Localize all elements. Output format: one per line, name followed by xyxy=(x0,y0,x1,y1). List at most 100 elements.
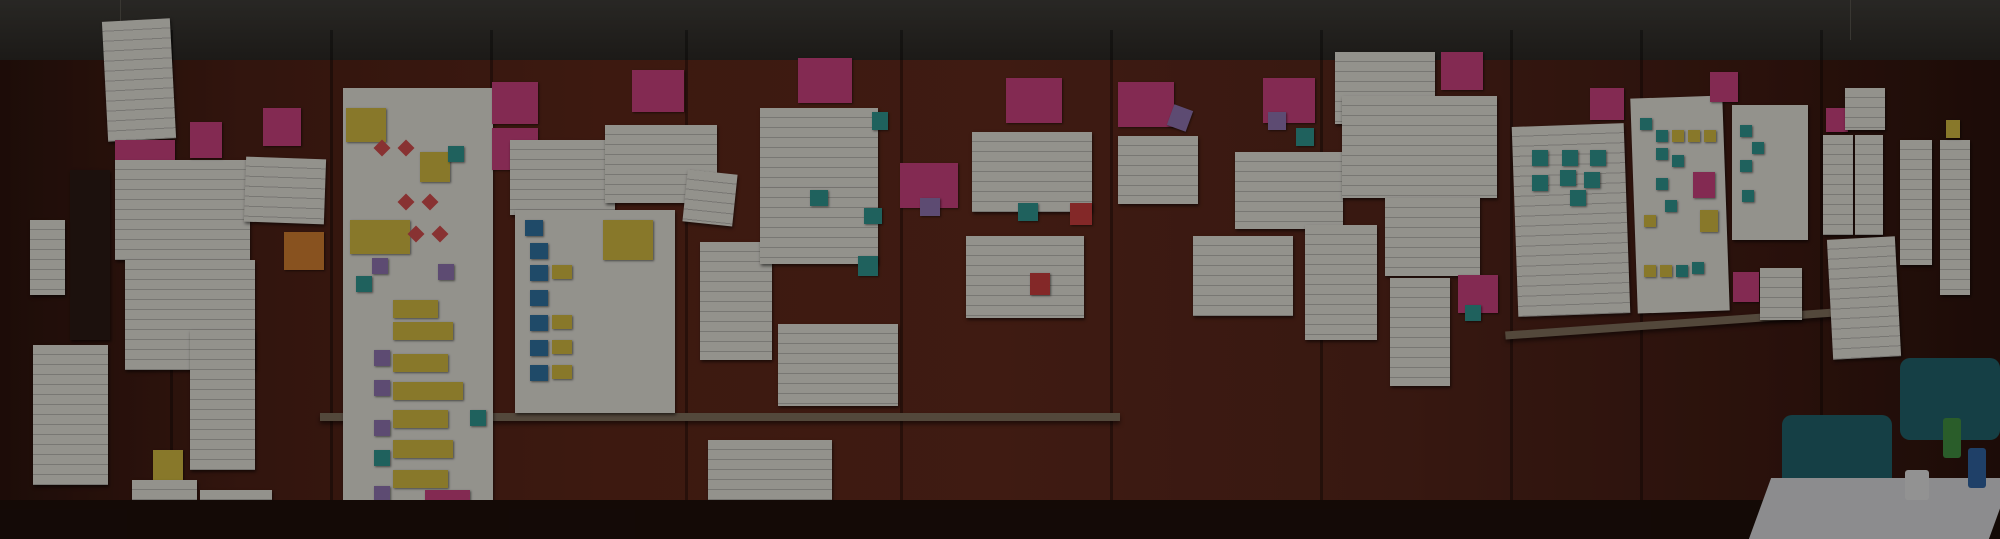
poster-sheet xyxy=(510,140,615,215)
poster-sheet xyxy=(1823,135,1853,235)
sticky-note xyxy=(393,300,438,318)
poster-sheet xyxy=(1940,140,1970,295)
sticky-note xyxy=(470,410,486,426)
panel-seam xyxy=(330,30,333,539)
sticky-note xyxy=(530,290,548,306)
sticky-note xyxy=(346,108,386,142)
sticky-note xyxy=(552,265,572,279)
sticky-note xyxy=(1692,262,1704,274)
sticky-note xyxy=(492,82,538,124)
poster-sheet xyxy=(1900,140,1932,265)
sticky-note xyxy=(372,258,388,274)
sticky-note xyxy=(1532,175,1548,191)
sticky-note xyxy=(858,256,878,276)
sticky-note xyxy=(1562,150,1578,166)
sticky-note xyxy=(1700,210,1718,232)
sticky-note xyxy=(525,220,543,236)
sticky-note xyxy=(552,340,572,354)
sticky-note xyxy=(374,450,390,466)
door-window xyxy=(70,170,110,340)
sticky-note xyxy=(448,146,464,162)
poster-sheet xyxy=(1118,136,1198,204)
poster-sheet xyxy=(1385,198,1480,276)
sticky-note xyxy=(632,70,684,112)
sticky-note xyxy=(1693,172,1715,198)
sticky-note xyxy=(263,108,301,146)
sticky-note xyxy=(1644,265,1656,277)
sticky-note xyxy=(1752,142,1764,154)
sticky-note xyxy=(1676,265,1688,277)
poster-sheet xyxy=(30,220,65,295)
sticky-note xyxy=(1704,130,1716,142)
sticky-note xyxy=(530,243,548,259)
poster-sheet xyxy=(1390,278,1450,386)
poster-sheet xyxy=(760,108,878,188)
whiteboard-ledge xyxy=(320,413,1120,421)
sticky-note xyxy=(1441,52,1483,90)
poster-sheet xyxy=(1760,268,1802,320)
panel-seam xyxy=(685,30,688,539)
sticky-note xyxy=(153,450,183,480)
sticky-note xyxy=(1640,118,1652,130)
sticky-note xyxy=(393,470,448,488)
sticky-note xyxy=(393,440,453,458)
sticky-note xyxy=(374,380,390,396)
sticky-note xyxy=(1710,72,1738,102)
sticky-note xyxy=(1030,273,1050,295)
panel-seam xyxy=(1110,30,1113,539)
sticky-note xyxy=(1733,272,1759,302)
poster-sheet xyxy=(1193,236,1293,316)
sticky-note xyxy=(1070,203,1092,225)
sticky-note xyxy=(1656,130,1668,142)
sticky-note xyxy=(393,410,448,428)
poster-sheet xyxy=(1845,88,1885,130)
poster-sheet xyxy=(1342,96,1497,198)
sticky-note xyxy=(284,232,324,270)
sticky-note xyxy=(920,198,940,216)
sticky-note xyxy=(1018,203,1038,221)
soda-can xyxy=(1943,418,1961,458)
sticky-note xyxy=(864,208,882,224)
sticky-note xyxy=(374,486,390,502)
poster-sheet xyxy=(190,330,255,470)
sticky-note xyxy=(1006,78,1062,123)
paper-cup xyxy=(1905,470,1929,500)
sticky-note xyxy=(1532,150,1548,166)
sticky-note xyxy=(1656,148,1668,160)
sticky-note xyxy=(530,265,548,281)
poster-sheet xyxy=(778,324,898,406)
sticky-note xyxy=(1826,108,1848,132)
sticky-note xyxy=(1740,125,1752,137)
panel-seam xyxy=(1820,30,1823,539)
sticky-note xyxy=(1118,82,1174,127)
poster-sheet xyxy=(101,18,177,142)
poster-sheet xyxy=(1305,225,1377,340)
ceiling xyxy=(0,0,2000,60)
panel-seam xyxy=(1510,30,1513,539)
sticky-note xyxy=(530,365,548,381)
sticky-note xyxy=(350,220,410,254)
sticky-note xyxy=(530,315,548,331)
sticky-note xyxy=(1560,170,1576,186)
sticky-note xyxy=(1590,150,1606,166)
sticky-note xyxy=(1688,130,1700,142)
sticky-note xyxy=(1672,155,1684,167)
poster-sheet xyxy=(1235,152,1343,229)
sticky-note xyxy=(438,264,454,280)
sticky-note xyxy=(1656,178,1668,190)
sticky-note xyxy=(603,220,653,260)
floor xyxy=(0,500,2000,539)
sticky-note xyxy=(1665,200,1677,212)
sticky-note xyxy=(1584,172,1600,188)
sticky-note xyxy=(530,340,548,356)
sticky-note xyxy=(552,365,572,379)
sticky-note xyxy=(374,420,390,436)
sticky-note xyxy=(798,58,852,103)
conference-table xyxy=(1748,478,2000,539)
sticky-note xyxy=(1660,265,1672,277)
sticky-note xyxy=(1268,112,1286,130)
soda-can xyxy=(1968,448,1986,488)
poster-sheet xyxy=(682,169,738,227)
poster-sheet xyxy=(115,160,250,260)
panel-seam xyxy=(900,30,903,539)
